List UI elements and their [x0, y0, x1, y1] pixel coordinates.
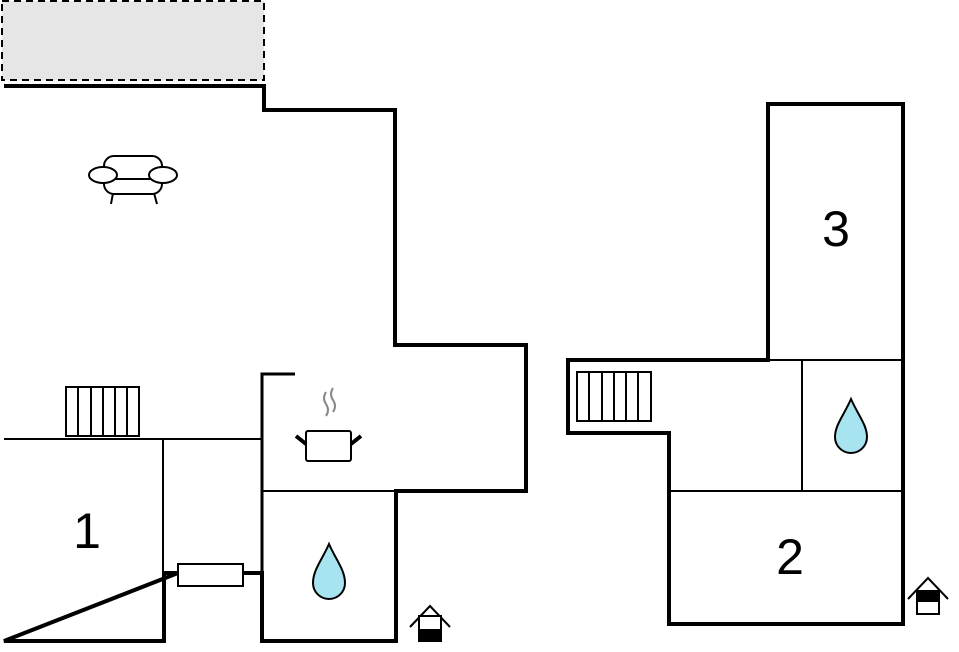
radiator-icon	[576, 371, 652, 422]
radiator-icon	[65, 386, 140, 437]
outer-wall	[566, 102, 905, 626]
interior-wall	[260, 372, 295, 641]
water-drop-icon	[311, 541, 347, 600]
terrace	[1, 0, 265, 81]
entrance-icon	[409, 604, 451, 642]
sofa-icon	[88, 155, 178, 205]
upper-floor	[566, 102, 905, 626]
ground-floor	[3, 84, 528, 643]
water-drop-icon	[833, 396, 869, 454]
room-number-1: 1	[73, 503, 101, 559]
window-icon	[177, 563, 244, 587]
room-number-3: 3	[822, 201, 850, 257]
entrance-icon	[907, 576, 949, 615]
room-number-2: 2	[776, 529, 804, 585]
pot-icon	[294, 387, 363, 462]
